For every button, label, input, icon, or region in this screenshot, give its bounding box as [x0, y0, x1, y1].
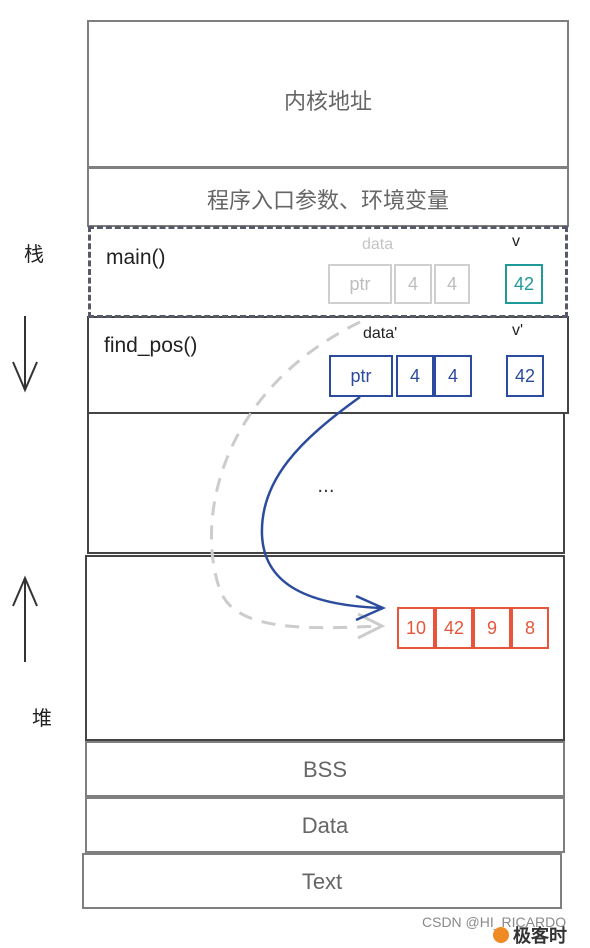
heap-array-cell-3: 8	[511, 607, 549, 649]
main-v-label: v	[512, 233, 520, 250]
heap-grow-up-arrow-icon	[12, 575, 38, 662]
stack-label: 栈	[24, 242, 44, 266]
free-space-ellipsis: ...	[317, 476, 335, 497]
text-segment-label: Text	[301, 869, 343, 894]
main-data-ptr-cell: ptr	[328, 264, 392, 304]
geektime-brand: 极客时	[513, 926, 567, 947]
stack-grow-down-arrow-icon	[12, 316, 38, 393]
data-segment-label: Data	[301, 813, 349, 838]
main-data-cap-cell: 4	[434, 264, 470, 304]
text-segment: Text	[82, 853, 562, 909]
bss-label: BSS	[302, 757, 348, 782]
heap-label: 堆	[32, 706, 52, 730]
free-space-segment: ...	[87, 412, 565, 554]
main-frame-name: main()	[106, 246, 166, 269]
find-pos-frame	[87, 316, 569, 414]
find-pos-ptr-arrow	[260, 395, 387, 622]
main-ptr-dashed-arrow	[210, 320, 386, 640]
find-pos-data-len-cell: 4	[396, 355, 434, 397]
heap-array-cell-0: 10	[397, 607, 435, 649]
find-pos-data-label: data'	[363, 325, 398, 342]
find-pos-data-cap-cell: 4	[434, 355, 472, 397]
heap-array-cell-2: 9	[473, 607, 511, 649]
kernel-address-label: 内核地址	[283, 90, 372, 115]
find-pos-v-label: v'	[512, 322, 524, 339]
find-pos-data-ptr-cell: ptr	[329, 355, 393, 397]
main-frame	[88, 226, 568, 318]
find-pos-frame-name: find_pos()	[104, 334, 198, 357]
data-segment: Data	[85, 797, 565, 853]
main-data-label: data	[362, 236, 394, 253]
main-data-len-cell: 4	[394, 264, 432, 304]
csdn-watermark: CSDN @HI_RICARDO	[422, 914, 567, 930]
bss-segment: BSS	[85, 741, 565, 797]
kernel-address-segment: 内核地址	[87, 20, 569, 168]
heap-array-cell-1: 42	[435, 607, 473, 649]
geektime-logo-icon	[493, 927, 509, 943]
args-env-label: 程序入口参数、环境变量	[206, 189, 449, 214]
main-v-cell: 42	[505, 264, 543, 304]
find-pos-v-cell: 42	[506, 355, 544, 397]
